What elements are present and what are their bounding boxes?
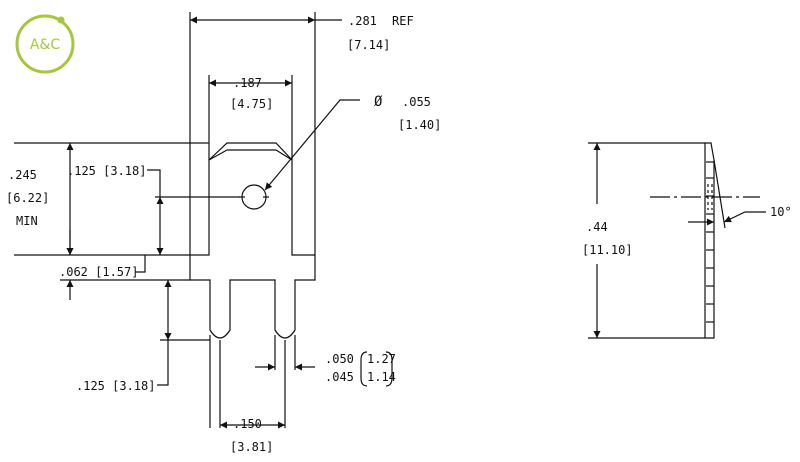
leg-width-min-mm: 1.14 <box>367 370 396 384</box>
leg-length-label: .125 [3.18] <box>76 379 155 393</box>
logo-text: A&C <box>30 37 60 53</box>
leg-width-max: .050 <box>325 352 354 366</box>
overall-width-mm: [7.14] <box>347 38 390 52</box>
hole-circle <box>241 184 267 210</box>
leg-width-max-mm: 1.27 <box>367 352 396 366</box>
overall-width-ref: REF <box>392 14 414 28</box>
collar-thickness-label: .062 [1.57] <box>59 265 138 279</box>
overall-width-inch: .281 <box>348 14 377 28</box>
tab-length-min: MIN <box>16 214 38 228</box>
side-angle-label: 10° <box>770 205 792 219</box>
front-view <box>14 12 393 429</box>
tab-length-mm: [6.22] <box>6 191 49 205</box>
side-height-inch: .44 <box>586 220 608 234</box>
tab-length-inch: .245 <box>8 168 37 182</box>
slot-width-mm: [4.75] <box>230 97 273 111</box>
leg-pitch-mm: [3.81] <box>230 440 273 454</box>
hole-diameter-mm: [1.40] <box>398 118 441 132</box>
leader-hole <box>264 99 360 191</box>
diameter-symbol: Ø <box>374 94 383 110</box>
leg-width-min: .045 <box>325 370 354 384</box>
slot-width-inch: .187 <box>233 76 262 90</box>
leg-pitch-inch: .150 <box>233 417 262 431</box>
company-logo: A&C <box>15 14 75 74</box>
side-height-mm: [11.10] <box>582 243 633 257</box>
hole-diameter-inch: .055 <box>402 95 431 109</box>
hole-height-label: .125 [3.18] <box>67 164 146 178</box>
terminal-outline <box>189 142 316 339</box>
side-profile <box>704 142 715 339</box>
